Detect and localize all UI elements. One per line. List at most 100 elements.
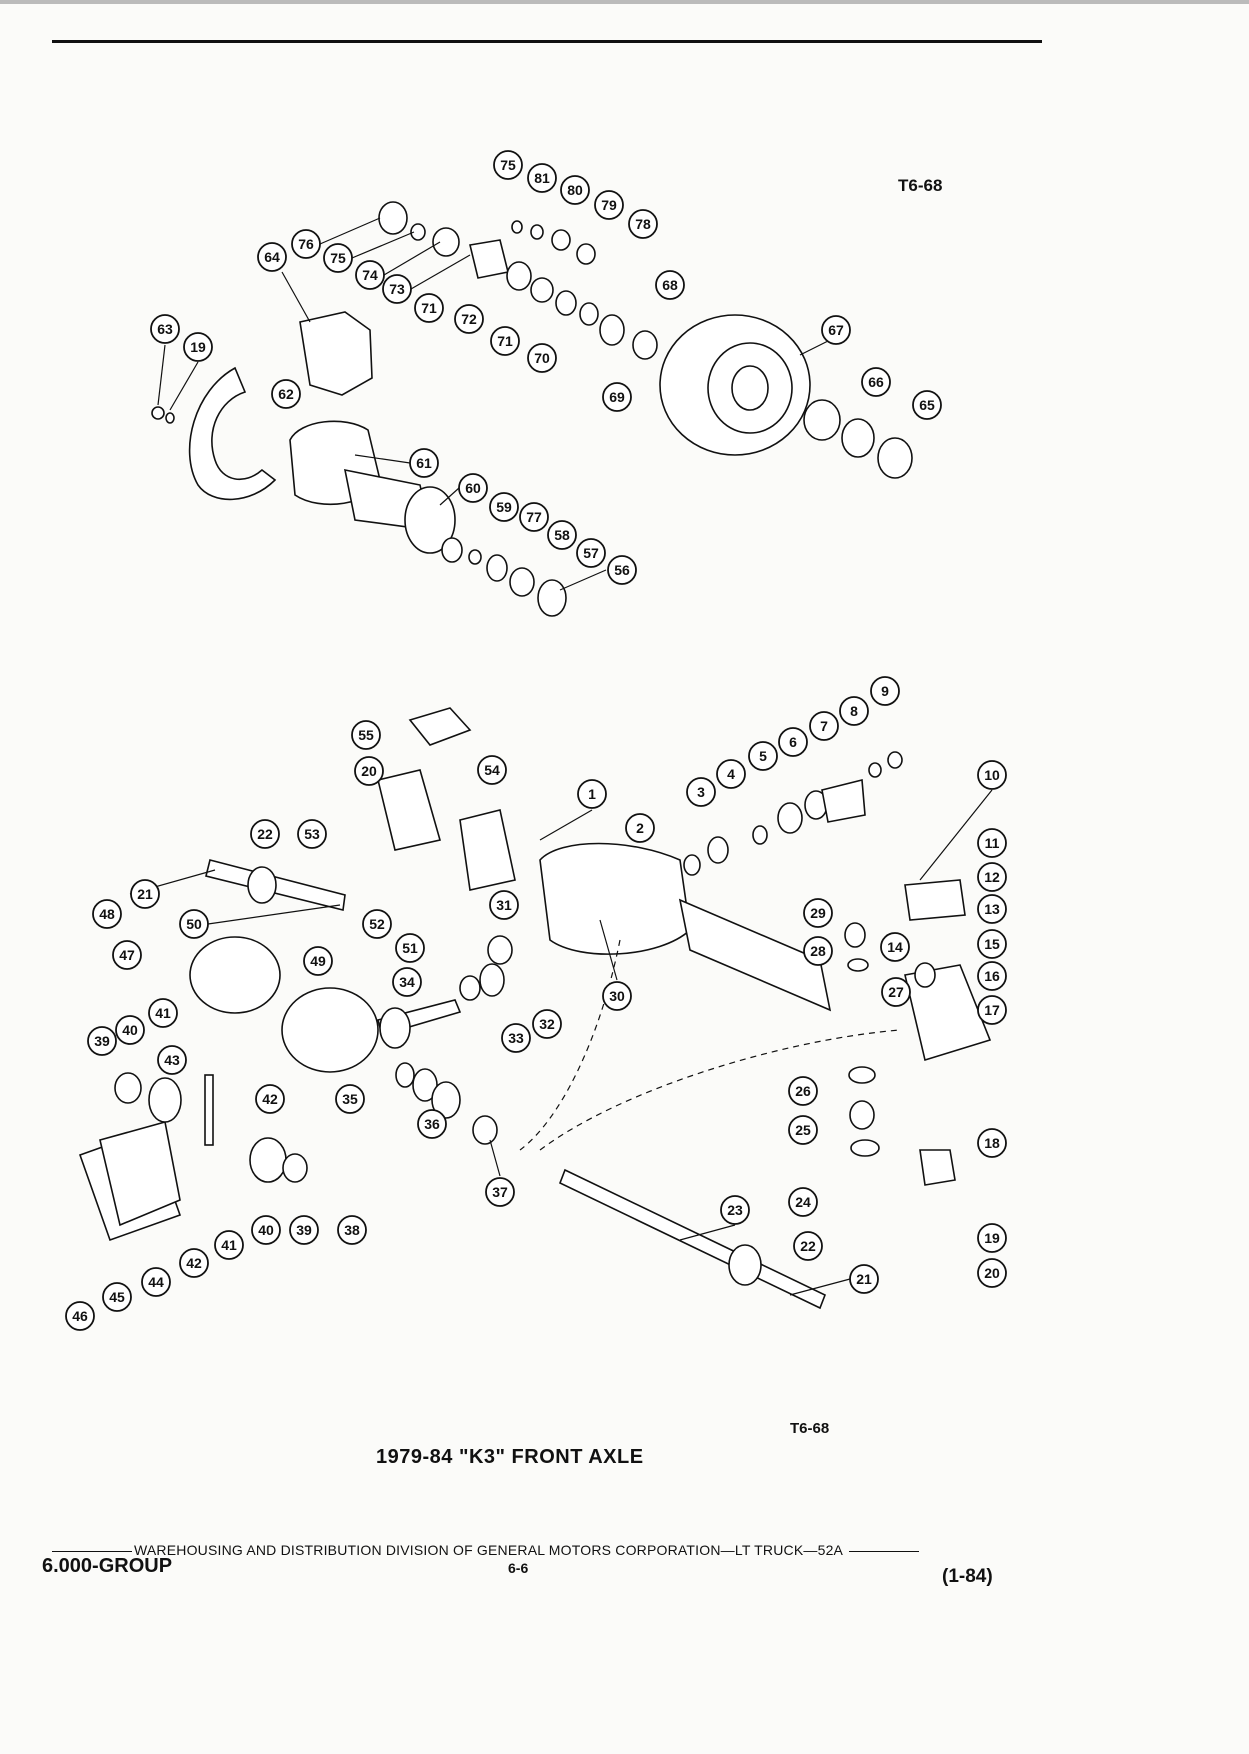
callout-circle: [686, 777, 716, 807]
callout-number: 2: [636, 820, 644, 836]
callout-11: 11: [977, 828, 1007, 858]
callout-54: 54: [477, 755, 507, 785]
callout-circle: [788, 1187, 818, 1217]
u-joint-lower: [728, 1244, 762, 1286]
callout-circle: [414, 293, 444, 323]
callout-number: 67: [828, 322, 844, 338]
callout-circle: [255, 1084, 285, 1114]
callout-58: 58: [547, 520, 577, 550]
callout-number: 13: [984, 901, 1000, 917]
callout-60: 60: [458, 473, 488, 503]
callout-number: 31: [496, 897, 512, 913]
callout-63: 63: [150, 314, 180, 344]
callout-39: 39: [289, 1215, 319, 1245]
nut: [555, 290, 577, 316]
ball-joint-12: [904, 879, 966, 921]
callout-71: 71: [490, 326, 520, 356]
callout-circle: [291, 229, 321, 259]
callout-circle: [150, 314, 180, 344]
callout-3: 3: [686, 777, 716, 807]
callout-number: 38: [344, 1222, 360, 1238]
callout-circle: [337, 1215, 367, 1245]
seal-37: [472, 1115, 498, 1145]
callout-46: 46: [65, 1301, 95, 1331]
callout-68: 68: [655, 270, 685, 300]
callout-circle: [607, 555, 637, 585]
callout-number: 8: [850, 703, 858, 719]
callout-number: 62: [278, 386, 294, 402]
callout-27: 27: [881, 977, 911, 1007]
callout-circle: [803, 936, 833, 966]
callout-12: 12: [977, 862, 1007, 892]
seal-s: [486, 554, 508, 582]
callout-number: 10: [984, 767, 1000, 783]
callout-circle: [793, 1231, 823, 1261]
callout-number: 42: [186, 1255, 202, 1271]
callout-circle: [628, 209, 658, 239]
callout-circle: [821, 315, 851, 345]
callout-70: 70: [527, 343, 557, 373]
callout-number: 69: [609, 389, 625, 405]
callout-number: 22: [257, 826, 273, 842]
callout-number: 17: [984, 1002, 1000, 1018]
callout-number: 57: [583, 545, 599, 561]
callout-circle: [303, 946, 333, 976]
callout-circle: [532, 1009, 562, 1039]
figure-code-bottom: T6-68: [790, 1420, 830, 1437]
shim-33: [459, 975, 481, 1001]
part-9: [887, 751, 903, 769]
callout-number: 72: [461, 311, 477, 327]
race-36: [431, 1081, 461, 1119]
callout-76: 76: [291, 229, 321, 259]
callout-number: 19: [984, 1230, 1000, 1246]
callout-number: 47: [119, 947, 135, 963]
callout-number: 56: [614, 562, 630, 578]
cap-54: [408, 707, 472, 746]
callout-number: 27: [888, 984, 904, 1000]
callout-79: 79: [594, 190, 624, 220]
callout-number: 39: [94, 1033, 110, 1049]
callout-circle: [527, 343, 557, 373]
axle-tube: [678, 898, 832, 1012]
callout-circle: [788, 1115, 818, 1145]
footer-rule-left: [52, 1550, 132, 1552]
callout-circle: [157, 1045, 187, 1075]
callout-circle: [112, 940, 142, 970]
callout-19: 19: [183, 332, 213, 362]
callout-number: 48: [99, 906, 115, 922]
callout-39: 39: [87, 1026, 117, 1056]
callout-number: 49: [310, 953, 326, 969]
callout-47: 47: [112, 940, 142, 970]
callout-number: 71: [421, 300, 437, 316]
callout-44: 44: [141, 1267, 171, 1297]
callout-53: 53: [297, 819, 327, 849]
callout-circle: [839, 696, 869, 726]
callout-circle: [547, 520, 577, 550]
footer-group: 6.000-GROUP: [42, 1555, 173, 1577]
callout-circle: [577, 779, 607, 809]
callout-number: 35: [342, 1091, 358, 1107]
callout-circle: [977, 760, 1007, 790]
callout-circle: [977, 929, 1007, 959]
rotor-bore: [731, 365, 769, 411]
part-4: [752, 825, 768, 845]
callout-number: 41: [155, 1005, 171, 1021]
part-5: [777, 802, 803, 834]
callout-circle: [354, 756, 384, 786]
callout-5: 5: [748, 741, 778, 771]
callout-circle: [861, 367, 891, 397]
sleeve: [469, 239, 509, 279]
callout-74: 74: [355, 260, 385, 290]
callout-circle: [179, 1248, 209, 1278]
callout-number: 32: [539, 1016, 555, 1032]
axle-shaft-23: [558, 1168, 827, 1310]
gasket: [99, 1120, 181, 1227]
callout-circle: [748, 741, 778, 771]
side-gear-2: [249, 1137, 287, 1183]
callout-circle: [489, 492, 519, 522]
callout-number: 65: [919, 397, 935, 413]
leader-lines: [129, 217, 993, 1296]
callout-number: 20: [984, 1265, 1000, 1281]
callout-1: 1: [577, 779, 607, 809]
callout-number: 30: [609, 988, 625, 1004]
